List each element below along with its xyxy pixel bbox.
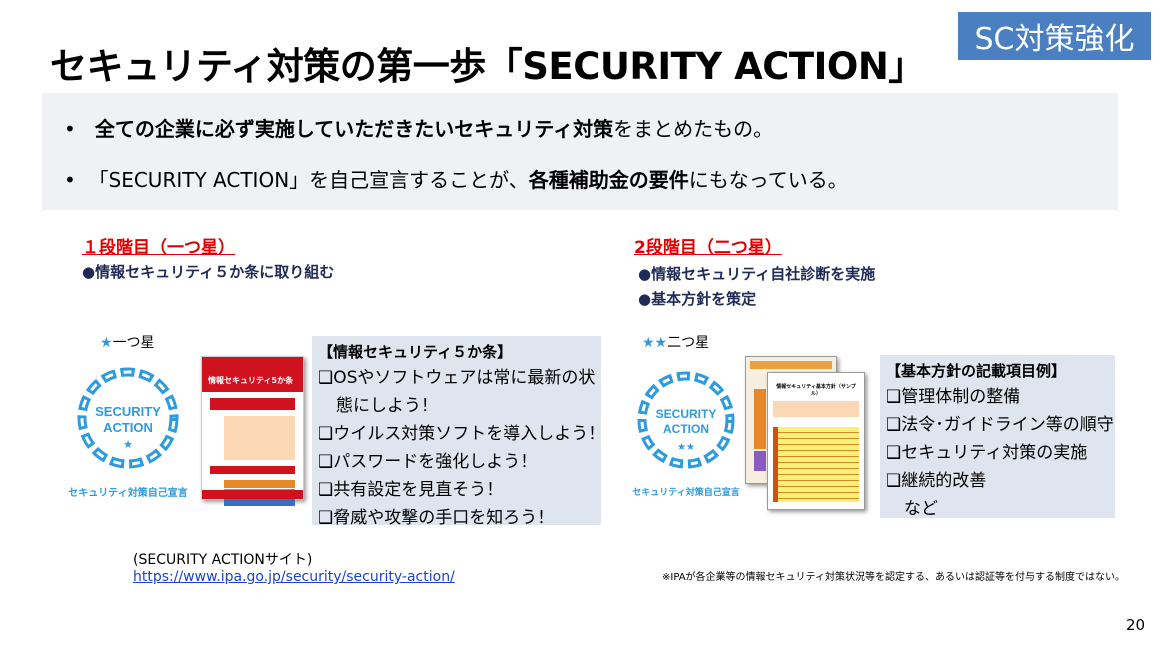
box-item-cont: 態にしよう！ bbox=[336, 396, 438, 416]
stars-icon: ★★ bbox=[642, 335, 668, 351]
stage-1-point: ●情報セキュリティ５か条に取り組む bbox=[82, 263, 335, 281]
bullet-2-rest: にもなっている。 bbox=[688, 168, 848, 192]
slide-title: セキュリティ対策の第一歩「SECURITY ACTION」 bbox=[50, 45, 925, 88]
sample-title: 情報セキュリティ基本方針（サンプル） bbox=[776, 384, 856, 397]
bullet-2-bold: 各種補助金の要件 bbox=[528, 168, 689, 192]
star-text: 二つ星 bbox=[667, 335, 710, 351]
star-text: 一つ星 bbox=[112, 335, 155, 351]
box-tail: など bbox=[904, 499, 938, 519]
two-star-label: ★★二つ星 bbox=[642, 332, 709, 352]
chain-ring-icon: SECURITY ACTION ★ bbox=[77, 367, 179, 469]
bullet-1: • 全ての企業に必ず実施していただきたいセキュリティ対策をまとめたもの。 bbox=[64, 117, 774, 141]
badge: SC対策強化 bbox=[958, 12, 1151, 60]
security-action-logo-1: SECURITY ACTION ★ セキュリティ対策自己宣言 bbox=[62, 362, 194, 499]
page-number: 20 bbox=[1126, 616, 1146, 634]
box-item: ❑管理体制の整備 bbox=[886, 387, 1021, 407]
bullet-2-pre: 「SECURITY ACTION」を自己宣言することが、 bbox=[88, 168, 529, 192]
bullet-1-rest: をまとめたもの。 bbox=[613, 117, 774, 141]
five-principles-leaflet: 情報セキュリティ5か条 bbox=[201, 356, 304, 506]
stage-2-point-2: ●基本方針を策定 bbox=[638, 290, 757, 308]
svg-text:SECURITY: SECURITY bbox=[95, 404, 161, 419]
box-title: 【基本方針の記載項目例】 bbox=[886, 362, 1067, 380]
security-action-logo-2: SECURITY ACTION ★★ セキュリティ対策自己宣言 bbox=[630, 368, 742, 502]
five-principles-box: 【情報セキュリティ５か条】 ❑OSやソフトウェアは常に最新の状 態にしよう！ ❑… bbox=[312, 336, 606, 528]
box-item: ❑法令･ガイドライン等の順守 bbox=[886, 415, 1114, 435]
svg-text:ACTION: ACTION bbox=[663, 422, 709, 436]
box-item: ❑脅威や攻撃の手口を知ろう！ bbox=[318, 508, 555, 528]
box-title: 【情報セキュリティ５か条】 bbox=[318, 343, 513, 361]
basic-policy-sample: 情報セキュリティ基本方針（サンプル） bbox=[767, 372, 865, 510]
site-label: (SECURITY ACTIONサイト) bbox=[133, 552, 313, 568]
box-item: ❑セキュリティ対策の実施 bbox=[886, 443, 1088, 463]
policy-items-box: 【基本方針の記載項目例】 ❑管理体制の整備 ❑法令･ガイドライン等の順守 ❑セキ… bbox=[880, 355, 1115, 519]
logo-caption: セキュリティ対策自己宣言 bbox=[68, 488, 188, 499]
stage-2-heading: 2段階目（二つ星） bbox=[634, 238, 782, 258]
svg-text:★★: ★★ bbox=[677, 442, 695, 453]
chain-ring-icon: SECURITY ACTION ★★ bbox=[637, 371, 735, 469]
disclaimer-note: ※IPAが各企業等の情報セキュリティ対策状況等を認定する、あるいは認証等を付与す… bbox=[662, 572, 1125, 583]
box-item: ❑継続的改善 bbox=[886, 471, 987, 491]
box-item: ❑OSやソフトウェアは常に最新の状 bbox=[318, 368, 596, 388]
stage-1-heading: １段階目（一つ星） bbox=[82, 238, 235, 258]
box-item: ❑共有設定を見直そう！ bbox=[318, 480, 504, 500]
summary-box: • 全ての企業に必ず実施していただきたいセキュリティ対策をまとめたもの。 • 「… bbox=[42, 93, 1118, 210]
bullet-2: • 「SECURITY ACTION」を自己宣言することが、各種補助金の要件にも… bbox=[64, 168, 848, 192]
leaflet-title: 情報セキュリティ5か条 bbox=[202, 357, 303, 392]
security-action-link[interactable]: https://www.ipa.go.jp/security/security-… bbox=[133, 569, 455, 585]
bullet-1-bold: 全ての企業に必ず実施していただきたいセキュリティ対策 bbox=[94, 117, 614, 141]
box-item: ❑パスワードを強化しよう！ bbox=[318, 452, 538, 472]
logo-caption: セキュリティ対策自己宣言 bbox=[632, 488, 740, 498]
svg-text:★: ★ bbox=[123, 438, 133, 451]
svg-text:ACTION: ACTION bbox=[103, 420, 153, 435]
stage-2-point-1: ●情報セキュリティ自社診断を実施 bbox=[638, 265, 876, 283]
one-star-label: ★一つ星 bbox=[100, 332, 155, 352]
star-icon: ★ bbox=[100, 335, 113, 351]
box-item: ❑ウイルス対策ソフトを導入しよう！ bbox=[318, 424, 606, 444]
svg-text:SECURITY: SECURITY bbox=[656, 407, 717, 421]
